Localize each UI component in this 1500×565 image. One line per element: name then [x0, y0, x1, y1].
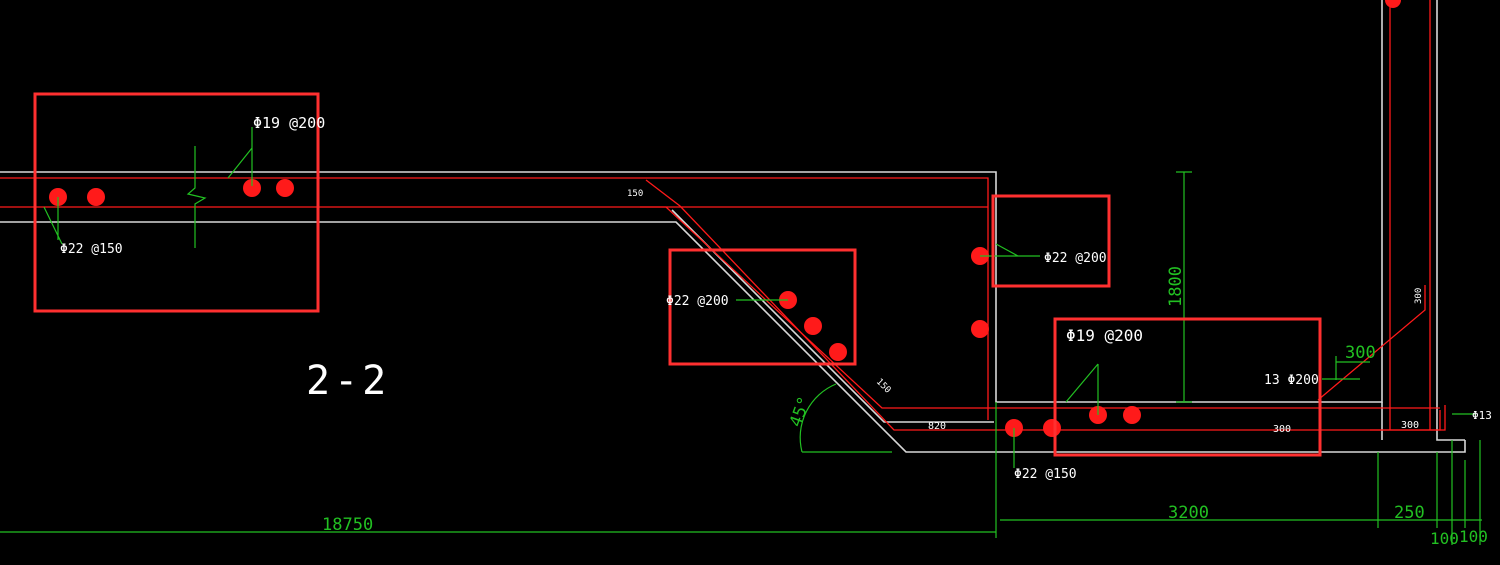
label-top-left-lower: Φ22 @150	[60, 242, 123, 257]
rebar-dot	[1043, 419, 1061, 437]
bottom-rebar	[1002, 410, 1441, 431]
top-slab-upper-edge	[0, 0, 1383, 403]
rebar-dot	[276, 179, 294, 197]
label-far-right: Φ13	[1472, 409, 1492, 422]
highlight-box-slope	[668, 248, 857, 366]
dim-250	[1378, 452, 1438, 528]
slope-rebar	[645, 179, 1002, 431]
highlight-box-top-left	[33, 92, 320, 313]
wall-right-face	[1436, 0, 1465, 441]
leader-top-left-upper	[227, 127, 253, 186]
highlight-boxes	[33, 92, 1322, 457]
dim-corner-300: 300	[1401, 420, 1419, 431]
dim-top-slab-150: 150	[627, 189, 643, 199]
rebar-dot	[1385, 0, 1401, 8]
dim-bottom-length: 3200	[1168, 503, 1209, 523]
corner-hook	[1317, 285, 1426, 401]
dim-100s	[1437, 440, 1482, 545]
label-slope: Φ22 @200	[666, 294, 729, 309]
rebar-dot	[87, 188, 105, 206]
dim-3200	[1000, 452, 1379, 528]
rebar-dot	[829, 343, 847, 361]
dim-cover-b: 100	[1459, 527, 1488, 546]
dimension-lines	[0, 127, 1482, 545]
label-bottom-upper: Φ19 @200	[1066, 326, 1143, 345]
leader-top-left-lower	[43, 197, 63, 245]
dim-bottom-820: 820	[928, 421, 946, 432]
angle-arc	[799, 383, 837, 453]
dim-overall-length: 18750	[322, 515, 373, 535]
dim-wall-height: 1800	[1166, 266, 1186, 307]
slope-inner-edge	[671, 209, 994, 423]
dim-300	[1335, 356, 1370, 380]
label-bottom-right: 13 Φ200	[1264, 373, 1319, 388]
dim-edge: 250	[1394, 503, 1425, 523]
dim-angle: 45°	[786, 394, 815, 430]
label-wall-right: Φ22 @200	[1044, 251, 1107, 266]
dim-offset: 300	[1345, 343, 1376, 363]
rebar-dot	[243, 179, 261, 197]
highlight-box-wall	[991, 194, 1111, 288]
rebar-dot	[1123, 406, 1141, 424]
rebar-dot	[971, 320, 989, 338]
dim-wall-300: 300	[1414, 288, 1424, 304]
rebar-dots	[49, 0, 1401, 437]
section-title: 2-2	[306, 358, 390, 404]
corner-bar	[1370, 405, 1446, 431]
leader-wall	[980, 243, 1040, 257]
rebar-lines	[0, 0, 1446, 431]
rebar-dot	[804, 317, 822, 335]
break-line	[186, 146, 207, 248]
leader-bottom-upper	[1065, 363, 1099, 415]
highlight-box-bottom	[1053, 317, 1322, 457]
concrete-outline	[0, 0, 1466, 453]
dim-slope-150: 150	[874, 377, 893, 396]
label-top-left-upper: Φ19 @200	[253, 114, 325, 132]
dim-1800	[1176, 171, 1192, 403]
top-rebar-upper	[0, 177, 989, 205]
label-bottom-lower: Φ22 @150	[1014, 467, 1077, 482]
dim-cover-a: 100	[1430, 529, 1459, 548]
slope-rebar-inner	[640, 206, 1440, 409]
dim-bottom-300: 300	[1273, 424, 1291, 435]
slab-lower-edge	[0, 221, 1466, 453]
